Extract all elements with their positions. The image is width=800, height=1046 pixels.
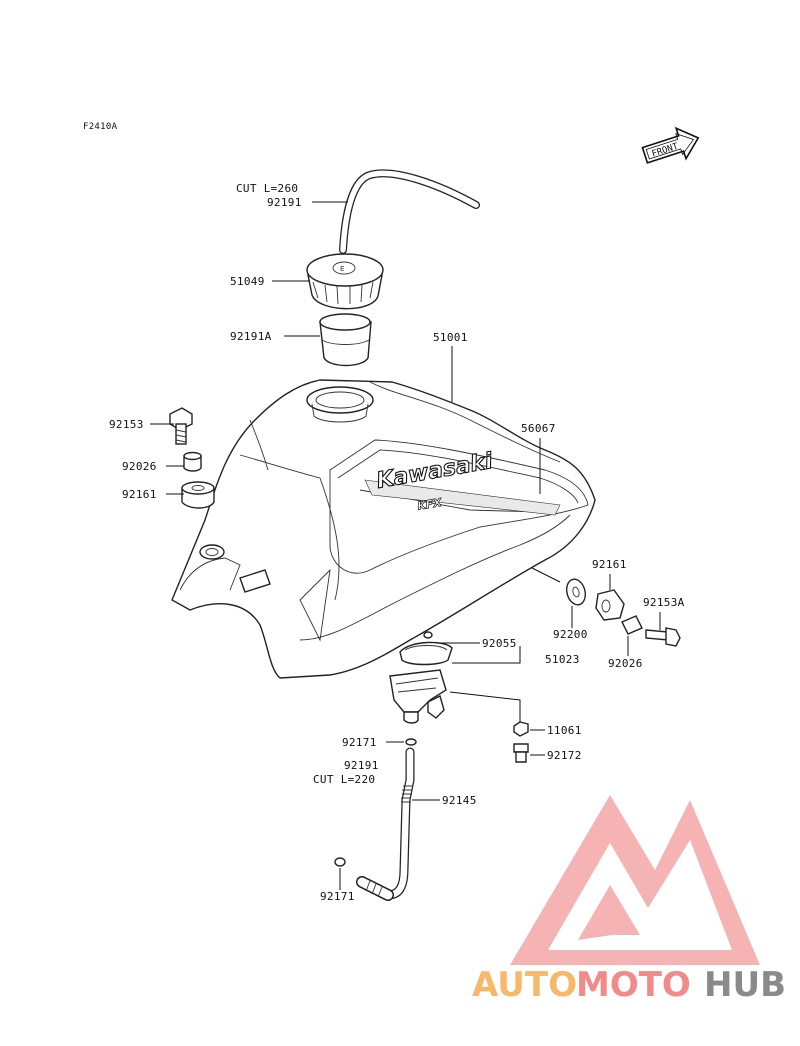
label-51001: 51001 — [433, 331, 468, 344]
fuel-cap: E — [306, 253, 384, 310]
label-92145: 92145 — [442, 794, 477, 807]
fuel-hose-92145 — [356, 747, 415, 901]
tank-model-logo: KFX — [416, 496, 443, 513]
label-51023: 51023 — [545, 653, 580, 666]
right-grommet-92161 — [595, 589, 625, 621]
svg-text:E: E — [340, 265, 344, 273]
left-grommet-92161 — [181, 481, 215, 509]
figure-code: F2410A — [83, 122, 118, 132]
label-cut-260: CUT L=260 — [236, 182, 298, 195]
label-92026-right: 92026 — [608, 657, 643, 670]
label-92153: 92153 — [109, 418, 144, 431]
label-92153A: 92153A — [643, 596, 685, 609]
watermark-logo-icon — [510, 795, 760, 965]
label-92055: 92055 — [482, 637, 517, 650]
breather-hose — [339, 169, 480, 254]
label-92172: 92172 — [547, 749, 582, 762]
callout-labels: CUT L=260 92191 51049 92191A 51001 92153… — [109, 182, 685, 903]
label-92026-left: 92026 — [122, 460, 157, 473]
watermark-auto: AUTO — [472, 965, 577, 1005]
label-cut-220: CUT L=220 — [313, 773, 375, 786]
fuel-valve — [389, 631, 453, 724]
watermark-hub: HUB — [704, 965, 786, 1005]
label-92191A: 92191A — [230, 330, 272, 343]
clip-92171-top — [405, 738, 417, 746]
front-arrow-icon: FRONT — [641, 126, 700, 164]
label-56067: 56067 — [521, 422, 556, 435]
right-collar-92026 — [621, 615, 643, 635]
label-92200: 92200 — [553, 628, 588, 641]
left-collar-92026 — [183, 451, 202, 472]
label-92161-left: 92161 — [122, 488, 157, 501]
label-92171-top: 92171 — [342, 736, 377, 749]
leader-lines — [150, 201, 661, 890]
label-92191-low: 92191 — [344, 759, 379, 772]
clip-92171-bottom — [334, 857, 346, 867]
label-51049: 51049 — [230, 275, 265, 288]
watermark-text: AUTO MOTO HUB — [472, 965, 786, 1005]
nut-11061 — [513, 721, 529, 737]
label-11061: 11061 — [547, 724, 582, 737]
watermark-moto: MOTO — [576, 965, 691, 1005]
left-bolt-92153 — [169, 407, 193, 445]
label-92161-right: 92161 — [592, 558, 627, 571]
filler-neck — [319, 313, 372, 367]
label-92191-top: 92191 — [267, 196, 302, 209]
fuel-tank: Kawasaki KFX — [171, 379, 596, 679]
right-bolt-92153A — [645, 627, 681, 647]
right-washer-92200 — [565, 578, 587, 606]
screw-92172 — [513, 743, 529, 763]
label-92171-bottom: 92171 — [320, 890, 355, 903]
